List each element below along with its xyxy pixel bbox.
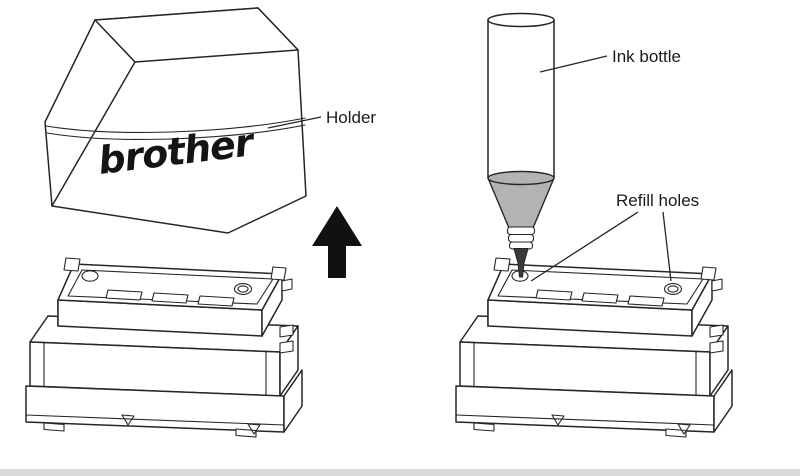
annotations: Holder Ink bottle Refill holes — [267, 47, 699, 282]
leader-line-ink-bottle — [539, 55, 608, 73]
stamp-base-left — [25, 257, 303, 438]
bottle-neck-rib — [508, 241, 534, 250]
leader-line-refill-hole-right — [662, 211, 672, 282]
up-arrow-icon — [312, 206, 362, 278]
stamp-base-right — [455, 257, 733, 438]
holder-rim-seam — [46, 124, 306, 140]
refill-holes-label: Refill holes — [616, 191, 699, 210]
bottle-nozzle — [513, 248, 529, 278]
bottle-neck-rib — [506, 226, 536, 236]
holder-rim-seam — [45, 117, 306, 133]
ink-in-shoulder — [487, 177, 555, 229]
ink-bottle-label: Ink bottle — [612, 47, 681, 66]
ink-surface — [487, 170, 555, 186]
leader-line-refill-hole-left — [530, 211, 639, 282]
ink-bottle-illustration — [487, 12, 555, 278]
holder-label: Holder — [326, 108, 376, 127]
footer-strip — [0, 469, 800, 476]
leader-line-holder — [267, 116, 322, 129]
holder-illustration: brother — [44, 7, 307, 234]
bottle-top — [487, 12, 555, 28]
bottle-neck-rib — [507, 233, 535, 243]
